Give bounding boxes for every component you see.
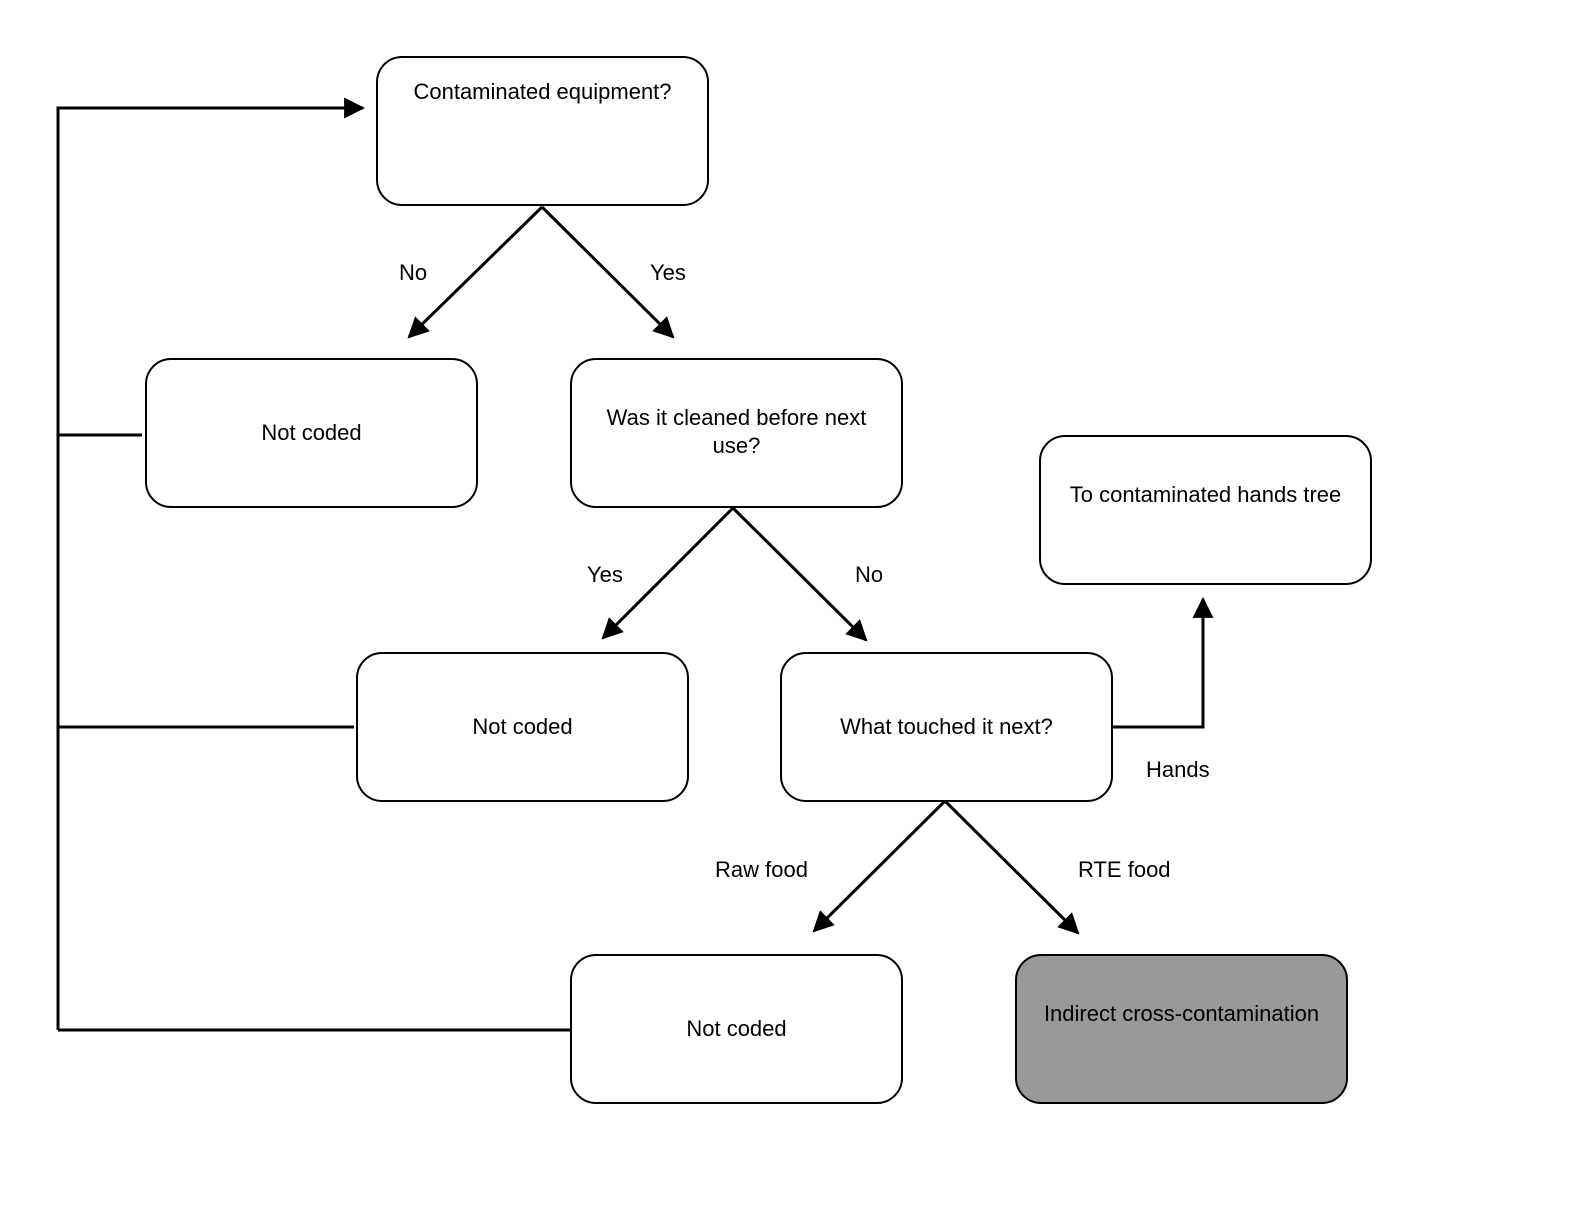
- node-cleaned-before-next-use-text: Was it cleaned before next use?: [606, 405, 867, 458]
- node-what-touched-next: What touched it next?: [780, 652, 1113, 802]
- edge-touched-rte-food: [943, 799, 1080, 935]
- edge-label-touched-rte-food: RTE food: [1078, 857, 1171, 882]
- edge-touched-raw-food: [812, 799, 947, 933]
- node-contaminated-equipment-text: Contaminated equipment?: [413, 79, 672, 104]
- node-indirect-cross-contamination-text: Indirect cross-contamination: [1043, 1001, 1320, 1026]
- edge-label-equipment-no: No: [399, 260, 428, 285]
- edge-cleaned-no: [731, 506, 868, 642]
- node-contaminated-equipment: Contaminated equipment?: [376, 56, 709, 206]
- edge-label-touched-hands: Hands: [1146, 757, 1210, 782]
- edge-label-cleaned-no: No: [855, 562, 884, 587]
- edge-touched-hands: [1111, 596, 1214, 729]
- node-contaminated-hands-tree-text: To contaminated hands tree: [1069, 482, 1342, 507]
- node-not-coded-3-text: Not coded: [686, 1016, 787, 1041]
- node-cleaned-before-next-use: Was it cleaned before next use?: [570, 358, 903, 508]
- node-indirect-cross-contamination: Indirect cross-contamination: [1015, 954, 1348, 1104]
- node-what-touched-next-text: What touched it next?: [840, 714, 1053, 739]
- node-contaminated-hands-tree: To contaminated hands tree: [1039, 435, 1372, 585]
- node-not-coded-1-text: Not coded: [261, 420, 362, 445]
- edge-label-cleaned-yes: Yes: [587, 562, 623, 587]
- edge-label-equipment-yes: Yes: [650, 260, 686, 285]
- node-not-coded-3: Not coded: [570, 954, 903, 1104]
- edge-equipment-yes: [540, 205, 675, 339]
- edge-label-touched-raw-food: Raw food: [715, 857, 808, 882]
- loop-back-trunk: [56, 97, 366, 1030]
- node-not-coded-1: Not coded: [145, 358, 478, 508]
- edge-equipment-no: [407, 205, 544, 339]
- edge-cleaned-yes: [601, 506, 735, 640]
- node-not-coded-2-text: Not coded: [472, 714, 573, 739]
- node-not-coded-2: Not coded: [356, 652, 689, 802]
